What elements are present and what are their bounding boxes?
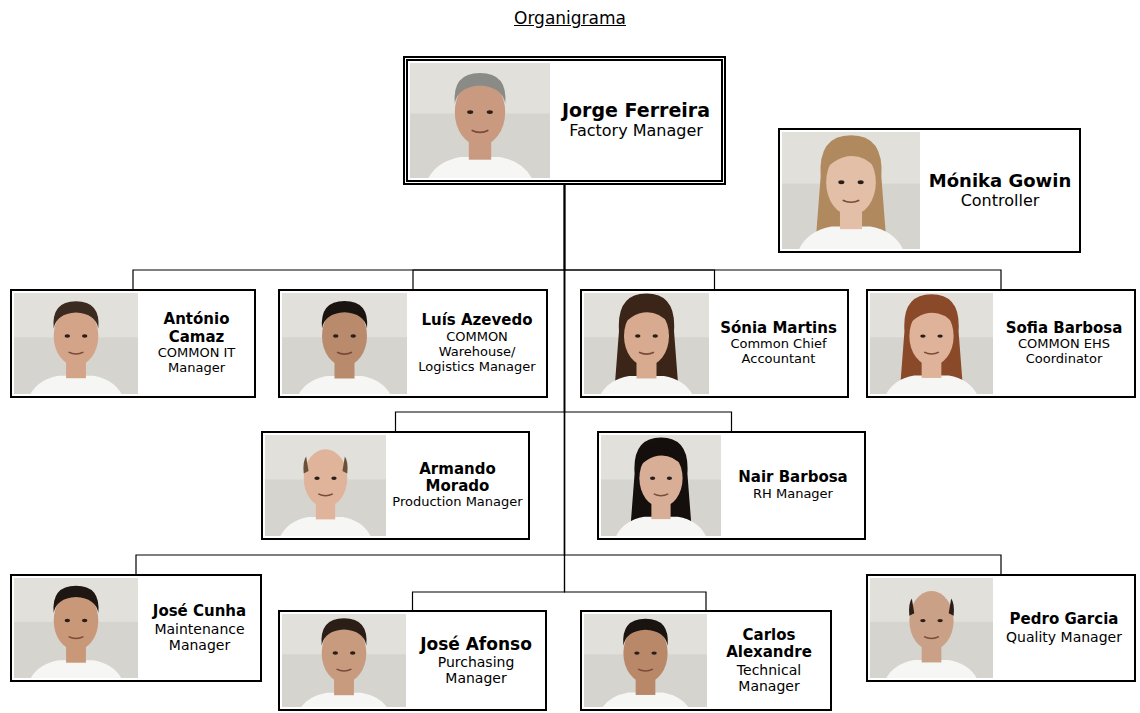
job-title: COMMON Warehouse/ Logistics Manager: [411, 330, 543, 375]
person-name: Sofia Barbosa: [997, 320, 1131, 337]
person-name: Pedro Garcia: [1006, 611, 1122, 628]
text-stack: Carlos AlexandreTechnical Manager: [711, 627, 827, 694]
text-stack: Nair BarbosaRH Manager: [738, 469, 847, 501]
text-stack: António CamazCOMMON IT Manager: [142, 311, 251, 375]
person-name: José Cunha: [142, 603, 257, 620]
portrait-photo: [584, 614, 707, 707]
text-area: Sofia BarbosaCOMMON EHS Coordinator: [997, 291, 1131, 396]
text-area: Nair BarbosaRH Manager: [725, 433, 861, 538]
portrait-photo: [601, 435, 721, 536]
person-name: Mónika Gowin: [929, 171, 1071, 192]
person-name: Armando Morado: [390, 461, 525, 496]
portrait-photo: [282, 614, 406, 707]
text-area: Luís AzevedoCOMMON Warehouse/ Logistics …: [411, 291, 543, 396]
chart-title: Organigrama: [512, 8, 628, 28]
person-box: Jorge FerreiraFactory Manager: [403, 56, 726, 185]
portrait-photo: [282, 293, 407, 394]
job-title: Purchasing Manager: [410, 654, 542, 686]
person-name: Jorge Ferreira: [562, 100, 710, 122]
job-title: Controller: [929, 192, 1071, 210]
text-stack: Luís AzevedoCOMMON Warehouse/ Logistics …: [411, 312, 543, 374]
person-box: Sofia BarbosaCOMMON EHS Coordinator: [866, 289, 1136, 398]
person-box: Mónika GowinController: [778, 128, 1081, 253]
person-name: Carlos Alexandre: [711, 627, 827, 662]
text-stack: José AfonsoPurchasing Manager: [410, 635, 542, 687]
portrait-photo: [782, 132, 920, 249]
text-area: António CamazCOMMON IT Manager: [142, 291, 251, 396]
text-area: José CunhaMaintenance Manager: [142, 576, 257, 680]
text-stack: José CunhaMaintenance Manager: [142, 603, 257, 652]
person-box: Luís AzevedoCOMMON Warehouse/ Logistics …: [278, 289, 548, 398]
job-title: Quality Manager: [1006, 629, 1122, 645]
text-area: Armando MoradoProduction Manager: [390, 433, 525, 538]
person-name: José Afonso: [410, 635, 542, 655]
portrait-photo: [870, 578, 993, 678]
text-area: Sónia MartinsCommon Chief Accountant: [713, 291, 844, 396]
portrait-photo: [265, 435, 386, 536]
job-title: Common Chief Accountant: [713, 337, 844, 367]
person-box: José AfonsoPurchasing Manager: [278, 610, 547, 711]
portrait-photo: [410, 63, 550, 178]
person-box: Pedro GarciaQuality Manager: [866, 574, 1136, 682]
person-name: Luís Azevedo: [411, 312, 543, 329]
text-stack: Armando MoradoProduction Manager: [390, 461, 525, 510]
person-box: José CunhaMaintenance Manager: [10, 574, 262, 682]
job-title: COMMON IT Manager: [142, 346, 251, 376]
text-area: Carlos AlexandreTechnical Manager: [711, 612, 827, 709]
text-area: Pedro GarciaQuality Manager: [997, 576, 1131, 680]
text-stack: Sónia MartinsCommon Chief Accountant: [713, 320, 844, 367]
person-box: António CamazCOMMON IT Manager: [10, 289, 256, 398]
job-title: Technical Manager: [711, 662, 827, 694]
person-box: Nair BarbosaRH Manager: [597, 431, 866, 540]
text-stack: Mónika GowinController: [929, 171, 1071, 210]
title-row: Organigrama: [0, 8, 1140, 28]
text-stack: Sofia BarbosaCOMMON EHS Coordinator: [997, 320, 1131, 367]
text-area: Jorge FerreiraFactory Manager: [554, 61, 718, 180]
portrait-photo: [14, 578, 138, 678]
text-stack: Pedro GarciaQuality Manager: [1006, 611, 1122, 644]
org-connector: [565, 185, 715, 289]
text-area: José AfonsoPurchasing Manager: [410, 612, 542, 709]
job-title: Production Manager: [390, 495, 525, 510]
text-area: Mónika GowinController: [924, 130, 1076, 251]
person-box: Armando MoradoProduction Manager: [261, 431, 530, 540]
job-title: Factory Manager: [562, 122, 710, 140]
person-name: Nair Barbosa: [738, 469, 847, 486]
org-connector: [413, 185, 565, 289]
person-name: António Camaz: [142, 311, 251, 346]
org-connector: [133, 185, 565, 289]
portrait-photo: [870, 293, 993, 394]
person-name: Sónia Martins: [713, 320, 844, 337]
text-stack: Jorge FerreiraFactory Manager: [562, 100, 710, 140]
job-title: COMMON EHS Coordinator: [997, 337, 1131, 367]
job-title: RH Manager: [738, 487, 847, 502]
job-title: Maintenance Manager: [142, 621, 257, 653]
portrait-photo: [14, 293, 138, 394]
portrait-photo: [584, 293, 709, 394]
person-box: Carlos AlexandreTechnical Manager: [580, 610, 832, 711]
person-box: Sónia MartinsCommon Chief Accountant: [580, 289, 849, 398]
